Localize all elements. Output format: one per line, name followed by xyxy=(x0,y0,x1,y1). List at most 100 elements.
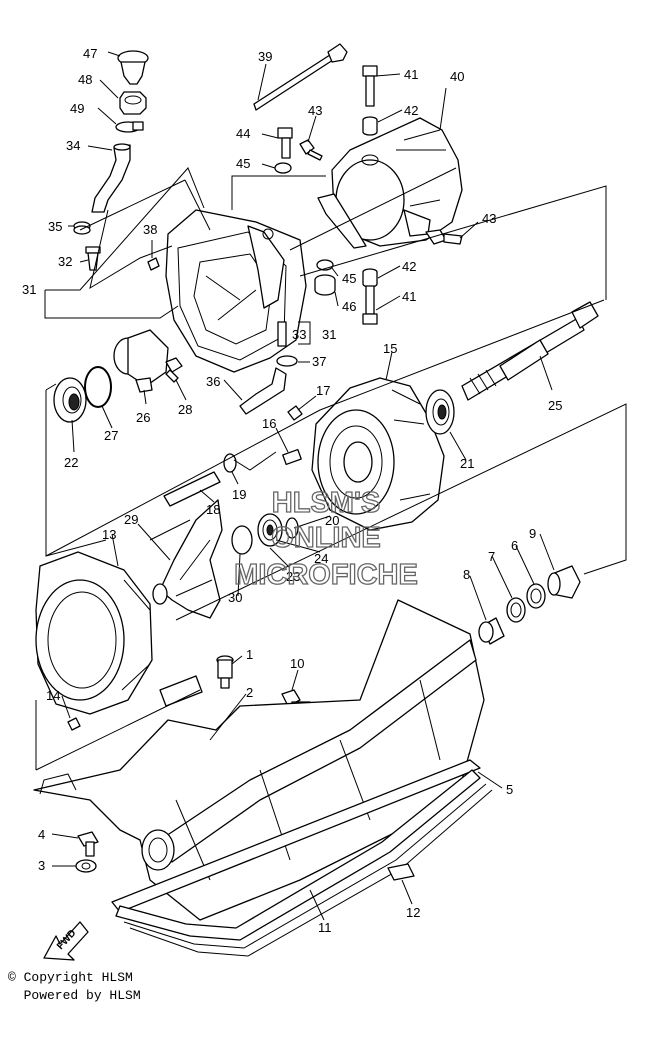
part-number-labels: 47 48 49 34 35 32 31 38 39 41 40 42 43 4… xyxy=(22,46,562,935)
part-label-33: 33 xyxy=(292,327,306,342)
pin-14 xyxy=(67,717,81,731)
part-label-30: 30 xyxy=(228,590,242,605)
washer-20 xyxy=(285,517,299,539)
part-label-25: 25 xyxy=(548,398,562,413)
cap-9 xyxy=(547,565,581,599)
part-label-27: 27 xyxy=(104,428,118,443)
collar-42-low xyxy=(362,268,378,288)
oring-27 xyxy=(84,366,112,408)
wear-ring-housing-13 xyxy=(35,551,153,715)
watermark-line2: ONLINE xyxy=(271,522,381,554)
part-label-38: 38 xyxy=(143,222,157,237)
part-label-45-low: 45 xyxy=(342,271,356,286)
part-label-44: 44 xyxy=(236,126,250,141)
part-label-11: 11 xyxy=(318,920,332,935)
part-label-42-low: 42 xyxy=(402,259,416,274)
seal-6 xyxy=(526,583,546,609)
part-label-8: 8 xyxy=(463,567,470,582)
part-label-23: 23 xyxy=(286,569,300,584)
part-label-37: 37 xyxy=(312,354,326,369)
fitting-1 xyxy=(216,655,234,689)
bolt-28 xyxy=(165,357,183,383)
part-label-32: 32 xyxy=(58,254,72,269)
watermark-line1: HLSM'S xyxy=(272,487,380,519)
bearing-22 xyxy=(53,377,87,423)
part-label-24: 24 xyxy=(314,551,328,566)
intake-housing xyxy=(165,209,307,373)
bolt-43-top xyxy=(299,139,323,161)
bearing-21 xyxy=(425,389,455,435)
part-label-14: 14 xyxy=(46,688,60,703)
part-label-5: 5 xyxy=(506,782,513,797)
part-label-41-top: 41 xyxy=(404,67,418,82)
rod-18 xyxy=(163,471,221,507)
sleeve-33 xyxy=(277,321,287,347)
bolt-41-low xyxy=(362,285,378,325)
part-label-40: 40 xyxy=(450,69,464,84)
bearing-8 xyxy=(478,617,505,645)
impeller-housing-15 xyxy=(311,377,445,531)
part-label-47: 47 xyxy=(83,46,97,61)
part-label-7: 7 xyxy=(488,549,495,564)
bolt-39 xyxy=(253,43,348,111)
copyright-text: © Copyright HLSM xyxy=(8,970,133,985)
hose-36 xyxy=(239,367,287,415)
nut-48 xyxy=(119,91,147,115)
part-label-26: 26 xyxy=(136,410,150,425)
part-label-31-left: 31 xyxy=(22,282,36,297)
part-label-10: 10 xyxy=(290,656,304,671)
part-label-18: 18 xyxy=(206,502,220,517)
powered-by-text: Powered by HLSM xyxy=(8,988,141,1003)
part-label-43-side: 43 xyxy=(482,211,496,226)
washer-45-top xyxy=(274,162,292,174)
bolt-44 xyxy=(277,127,293,159)
part-label-49: 49 xyxy=(70,101,84,116)
part-label-2: 2 xyxy=(246,685,253,700)
washer-3 xyxy=(75,859,97,873)
part-label-29: 29 xyxy=(124,512,138,527)
part-label-43-top: 43 xyxy=(308,103,322,118)
part-label-45-top: 45 xyxy=(236,156,250,171)
clamp-37 xyxy=(276,355,298,367)
part-label-28: 28 xyxy=(178,402,192,417)
bolt-4 xyxy=(77,831,99,857)
ring-35 xyxy=(73,221,91,235)
part-label-1: 1 xyxy=(246,647,253,662)
part-label-12: 12 xyxy=(406,905,420,920)
part-drawings: FWD xyxy=(33,43,599,961)
bolt-16 xyxy=(282,448,302,466)
clamp-49 xyxy=(115,121,144,133)
watermark: HLSM'S ONLINE MICROFICHE xyxy=(234,486,419,591)
seal-7 xyxy=(506,597,526,623)
part-label-16: 16 xyxy=(262,416,276,431)
housing-cover-40 xyxy=(317,117,463,249)
part-label-3: 3 xyxy=(38,858,45,873)
collar-42-top xyxy=(362,116,378,136)
part-label-35: 35 xyxy=(48,219,62,234)
washer-30 xyxy=(231,525,253,555)
watermark-line3: MICROFICHE xyxy=(234,559,418,591)
part-label-17: 17 xyxy=(316,383,330,398)
cap-47 xyxy=(117,50,149,85)
part-label-36: 36 xyxy=(206,374,220,389)
ring-19 xyxy=(223,453,237,473)
hose-34 xyxy=(91,143,131,213)
shaft-25 xyxy=(461,301,599,401)
leader-lines xyxy=(35,51,627,921)
fitting-32 xyxy=(85,246,101,271)
seal-23 xyxy=(257,513,283,547)
part-label-39: 39 xyxy=(258,49,272,64)
part-label-31-right: 31 xyxy=(322,327,336,342)
part-label-15: 15 xyxy=(383,341,397,356)
part-label-9: 9 xyxy=(529,526,536,541)
fwd-arrow: FWD xyxy=(43,921,89,961)
part-label-6: 6 xyxy=(511,538,518,553)
impeller-29 xyxy=(152,499,223,619)
duct-2 xyxy=(33,599,485,921)
part-label-20: 20 xyxy=(325,513,339,528)
nozzle-26 xyxy=(113,329,169,393)
part-label-21: 21 xyxy=(460,456,474,471)
bolt-41-top xyxy=(362,65,378,107)
spacer-46 xyxy=(314,274,336,296)
